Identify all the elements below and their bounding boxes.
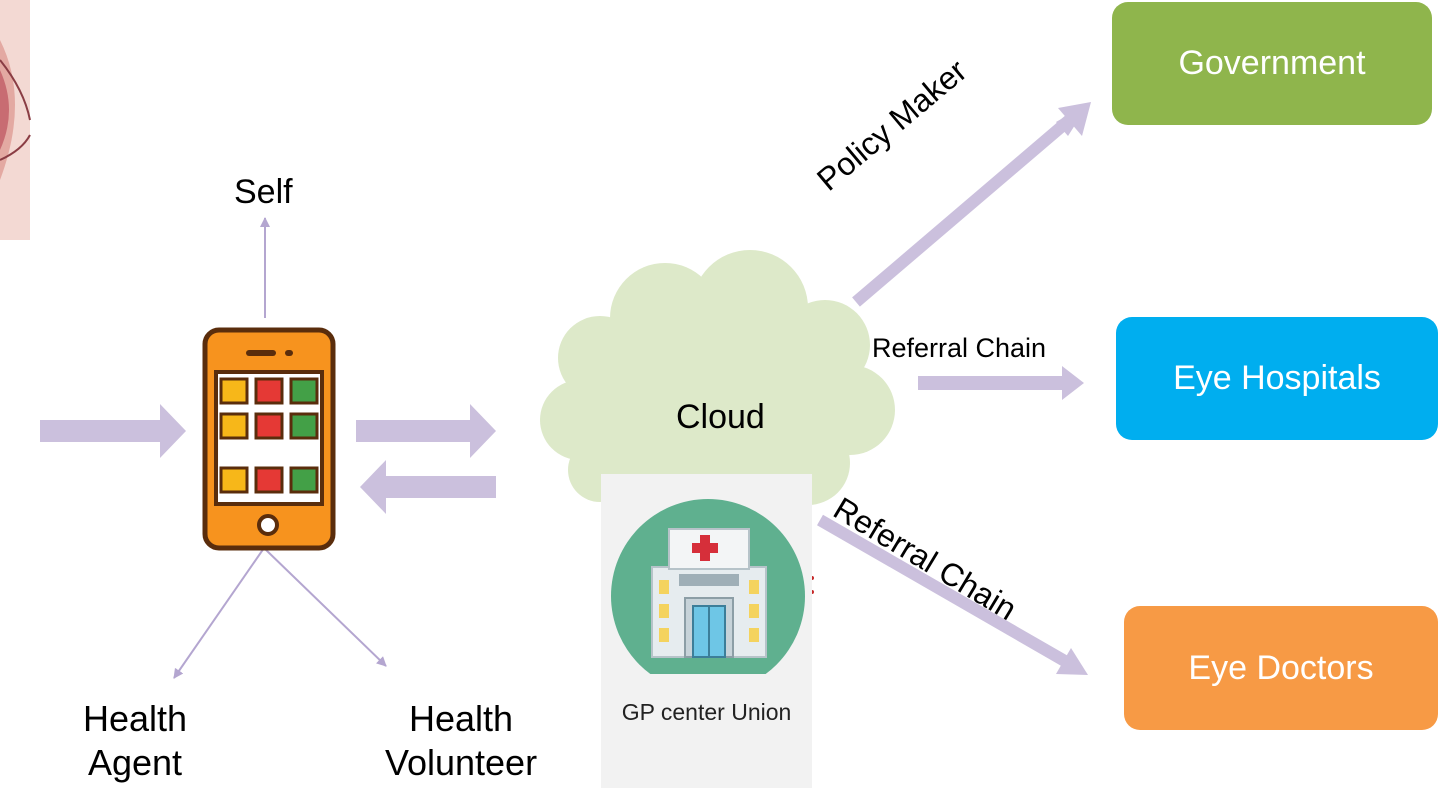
arrow-to-eye-hospitals bbox=[918, 366, 1084, 400]
cloud-shape bbox=[540, 250, 895, 505]
eye-doctors-box: Eye Doctors bbox=[1124, 606, 1438, 730]
gp-center-panel: GP center Union bbox=[601, 474, 812, 788]
hospital-icon bbox=[611, 499, 805, 674]
health-volunteer-label: Health Volunteer bbox=[384, 698, 538, 783]
referral-chain-hospitals-label: Referral Chain bbox=[872, 333, 1047, 363]
phone-to-cloud-arrow bbox=[356, 404, 496, 458]
arrow-to-government bbox=[852, 102, 1091, 307]
cloud-to-phone-arrow bbox=[360, 460, 496, 514]
arrow-to-eye-doctors bbox=[817, 514, 1088, 675]
eye-hospitals-box: Eye Hospitals bbox=[1116, 317, 1438, 440]
arrow-to-health-agent bbox=[173, 547, 265, 679]
health-agent-label: Health Agent bbox=[82, 698, 188, 783]
gp-center-label: GP center Union bbox=[621, 699, 792, 725]
government-box: Government bbox=[1112, 2, 1432, 125]
smartphone-icon bbox=[202, 327, 336, 551]
eye-photo bbox=[0, 0, 31, 240]
government-label: Government bbox=[1178, 44, 1366, 82]
input-arrow bbox=[40, 404, 186, 458]
eye-doctors-label: Eye Doctors bbox=[1188, 648, 1374, 687]
self-label: Self bbox=[234, 173, 293, 211]
arrow-to-health-volunteer bbox=[263, 547, 387, 667]
eye-hospitals-label: Eye Hospitals bbox=[1173, 359, 1381, 397]
cloud-label: Cloud bbox=[676, 398, 765, 436]
